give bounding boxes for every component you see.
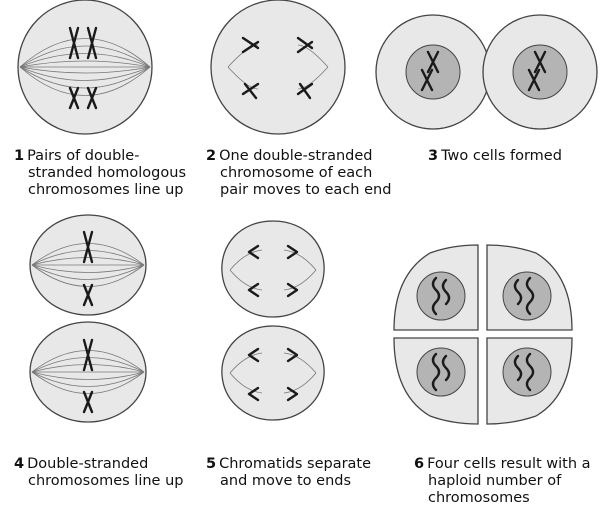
step5-cell-bottom bbox=[222, 326, 324, 420]
step-number: 6 bbox=[414, 456, 424, 472]
step4-cell-top bbox=[30, 215, 146, 315]
step-number: 4 bbox=[14, 456, 24, 472]
step4-cell-bottom bbox=[30, 322, 146, 422]
caption-line: chromosomes bbox=[414, 490, 591, 507]
caption-line: and move to ends bbox=[206, 473, 371, 490]
step-number: 3 bbox=[428, 148, 438, 164]
caption-line: Double-stranded bbox=[27, 456, 148, 472]
caption-line: Pairs of double- bbox=[27, 148, 139, 164]
caption-line: chromosomes line up bbox=[14, 182, 186, 199]
step3-cell-right bbox=[483, 15, 597, 129]
step2-cell bbox=[211, 0, 345, 134]
step5-cell-top bbox=[222, 221, 324, 317]
step-number: 1 bbox=[14, 148, 24, 164]
step6-cell-topleft bbox=[394, 245, 478, 330]
caption-line: Chromatids separate bbox=[219, 456, 371, 472]
caption-line: One double-stranded bbox=[219, 148, 372, 164]
step6-cell-topright bbox=[487, 245, 572, 330]
caption-line: chromosomes line up bbox=[14, 473, 183, 490]
caption-line: chromosome of each bbox=[206, 165, 391, 182]
caption-line: pair moves to each end bbox=[206, 182, 391, 199]
caption-line: Two cells formed bbox=[441, 148, 562, 164]
step1-cell bbox=[18, 0, 152, 134]
step6-cell-bottomleft bbox=[394, 338, 478, 424]
step3-cell-left bbox=[376, 15, 490, 129]
caption-line: haploid number of bbox=[414, 473, 591, 490]
step6-cell-bottomright bbox=[487, 338, 572, 424]
caption-line: Four cells result with a bbox=[427, 456, 590, 472]
caption-line: stranded homologous bbox=[14, 165, 186, 182]
step-number: 2 bbox=[206, 148, 216, 164]
step-number: 5 bbox=[206, 456, 216, 472]
